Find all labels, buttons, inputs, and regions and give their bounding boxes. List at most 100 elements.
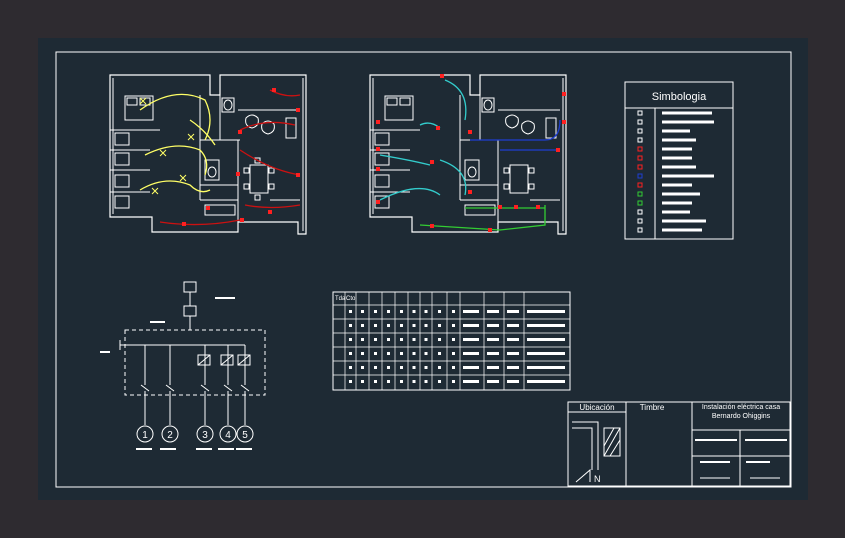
svg-text:4: 4 (225, 430, 231, 441)
table-cell-mark (424, 310, 428, 313)
table-cell-mark (438, 310, 441, 313)
location-label: Ubicación (579, 403, 614, 412)
table-cell-mark (438, 380, 441, 383)
floor-plan-power (369, 74, 567, 235)
table-cell-mark (487, 310, 499, 313)
legend-symbol-icon (637, 137, 643, 143)
table-cell-mark (412, 310, 416, 313)
legend-description-bar (662, 165, 696, 169)
table-cell-mark (438, 338, 441, 341)
table-cell-mark (361, 324, 364, 327)
table-cell-mark (463, 324, 479, 327)
legend-symbol-icon (637, 155, 643, 161)
table-cell-mark (452, 380, 455, 383)
legend-symbol-icon (637, 191, 643, 197)
legend-symbol-icon (637, 173, 643, 179)
table-cell-mark (374, 310, 377, 313)
legend-description-bar (662, 120, 714, 124)
table-cell-mark (452, 352, 455, 355)
legend-description-bar (662, 111, 712, 115)
table-cell-mark (527, 380, 565, 383)
table-cell-mark (400, 324, 403, 327)
table-cell-mark (349, 338, 352, 341)
stamp-label: Timbre (640, 403, 665, 412)
table-cell-mark (349, 380, 352, 383)
table-cell-mark (487, 352, 499, 355)
plan2-circuits (379, 79, 561, 231)
table-cell-mark (452, 310, 455, 313)
table-cell-mark (487, 324, 499, 327)
table-cell-mark (387, 310, 390, 313)
plan1-lamps (139, 97, 195, 195)
legend-symbol-icon (637, 200, 643, 206)
table-cell-mark (349, 366, 352, 369)
circuit-number-markers: 1 2 3 4 5 (136, 425, 254, 443)
table-cell-mark (361, 352, 364, 355)
table-cell-mark (400, 366, 403, 369)
table-cell-mark (424, 338, 428, 341)
circuit-marker-4: 4 (219, 425, 237, 443)
table-cell-mark (507, 380, 519, 383)
table-cell-mark (438, 352, 441, 355)
table-cell-mark (507, 338, 519, 341)
table-cell-mark (463, 366, 479, 369)
table-cell-mark (463, 338, 479, 341)
table-cell-mark (487, 366, 499, 369)
svg-text:3: 3 (202, 430, 208, 441)
legend-symbol-icon (637, 182, 643, 188)
table-cell-mark (527, 338, 565, 341)
table-cell-mark (387, 380, 390, 383)
legend-symbol-icon (637, 209, 643, 215)
table-cell-mark (452, 338, 455, 341)
table-cell-mark (412, 324, 416, 327)
table-cell-mark (487, 338, 499, 341)
table-cell-mark (400, 380, 403, 383)
table-cell-mark (463, 380, 479, 383)
legend-symbol-icon (637, 128, 643, 134)
single-line-diagram (100, 281, 266, 450)
table-cell-mark (387, 352, 390, 355)
legend-symbol-icon (637, 218, 643, 224)
drawing-sheet (38, 38, 808, 500)
table-cell-mark (349, 324, 352, 327)
plan2-devices (376, 74, 566, 232)
table-cell-mark (424, 380, 428, 383)
circuit-marker-1: 1 (136, 425, 154, 443)
table-cell-mark (387, 338, 390, 341)
table-header-cto: Cto (346, 296, 356, 302)
table-cell-mark (487, 380, 499, 383)
legend-symbol-icon (637, 110, 643, 116)
table-cell-mark (387, 366, 390, 369)
table-cell-mark (527, 310, 565, 313)
table-cell-mark (412, 338, 416, 341)
table-cell-mark (412, 366, 416, 369)
legend-description-bar (662, 183, 692, 187)
table-cell-mark (463, 310, 479, 313)
table-cell-mark (374, 324, 377, 327)
legend-description-bar (662, 210, 690, 214)
table-cell-mark (412, 352, 416, 355)
table-header-tda: Tda (335, 296, 346, 302)
legend-description-bar (662, 138, 696, 142)
table-cell-mark (400, 338, 403, 341)
svg-text:5: 5 (242, 430, 248, 441)
table-cell-mark (412, 380, 416, 383)
table-cell-mark (400, 352, 403, 355)
legend-description-bar (662, 174, 714, 178)
table-cell-mark (374, 338, 377, 341)
table-cell-mark (400, 310, 403, 313)
legend-description-bar (662, 201, 692, 205)
project-title-line1: Instalación eléctrica casa (702, 404, 780, 411)
legend-description-bar (662, 129, 690, 133)
legend-description-bar (662, 219, 706, 223)
table-cell-mark (527, 352, 565, 355)
north-label: N (594, 474, 601, 484)
legend-description-bar (662, 192, 700, 196)
legend-description-bar (662, 156, 692, 160)
table-cell-mark (349, 310, 352, 313)
table-cell-mark (424, 324, 428, 327)
table-cell-mark (527, 324, 565, 327)
title-block (567, 401, 791, 487)
load-table: Tda Cto (332, 291, 571, 391)
